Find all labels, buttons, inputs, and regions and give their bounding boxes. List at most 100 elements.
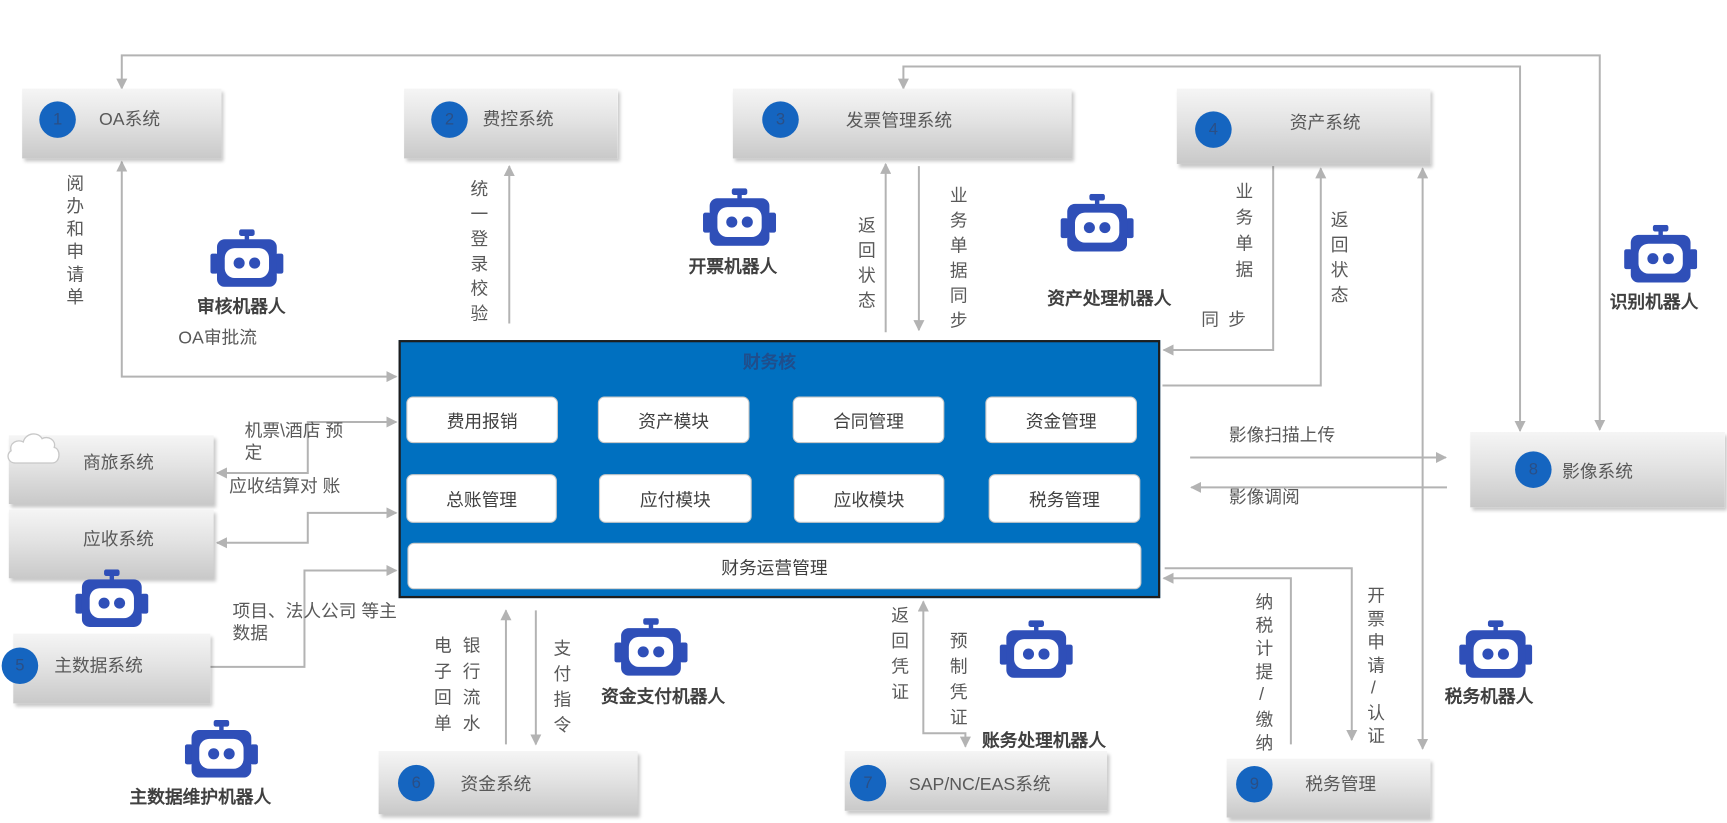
module-finance-operations: 财务运营管理 [407, 542, 1142, 590]
master-data-system-box: 5 主数据系统 [1, 633, 211, 704]
flow-label-travel-booking: 机票\酒店 预 定 [245, 421, 343, 465]
system-number-badge: 1 [39, 101, 76, 138]
asset-system-label: 资产系统 [1289, 114, 1361, 133]
robot-icon [703, 188, 777, 246]
flow-label-invoice-apply-cert: 开票申请/认证 [1363, 585, 1383, 750]
flow-label-tax-accrual: 纳税计提/缴纳 [1252, 592, 1271, 757]
robot-icon [75, 569, 149, 627]
invoicing-robot: 开票机器人 [689, 188, 777, 277]
system-number-badge: 2 [431, 101, 468, 138]
module-expense-reimbursement: 费用报销 [406, 396, 558, 444]
robot-icon [184, 720, 258, 778]
expense-control-system-label: 费控系统 [482, 110, 554, 130]
robot-icon [1624, 224, 1698, 283]
robot-icon [1459, 620, 1533, 678]
flow-label-travel-booking-line1: 机票\酒店 预 [244, 422, 344, 441]
robot-icon [210, 229, 284, 287]
robot-icon [999, 620, 1073, 678]
module-asset: 资产模块 [597, 396, 750, 444]
module-contract: 合同管理 [792, 396, 945, 444]
flow-label-return-voucher: 返回凭证 [887, 605, 907, 708]
asset-system-box: 4 资产系统 [1176, 88, 1431, 164]
flow-label-asset-return-status: 返回状态 [1327, 210, 1347, 311]
tax-robot: 税务机器人 [1445, 620, 1533, 707]
connector-master-data-core [210, 564, 398, 668]
oa-system-box: 1 OA系统 [22, 88, 222, 159]
system-number-badge: 7 [849, 764, 887, 802]
connector-receivable-core [215, 507, 398, 549]
system-number-badge: 3 [762, 101, 799, 138]
module-receivable: 应收模块 [793, 474, 945, 523]
system-number-badge: 5 [1, 647, 39, 685]
payment-robot-label: 资金支付机器人 [601, 687, 726, 707]
system-number-badge: 8 [1515, 451, 1552, 488]
invoice-system-box: 3 发票管理系统 [732, 88, 1072, 159]
connector-travel-core [215, 416, 398, 479]
flow-label-oa-approval: OA审批流 [178, 328, 257, 348]
flow-label-master-data-line2: 数据 [232, 624, 268, 644]
flow-label-image-upload: 影像扫描上传 [1228, 426, 1336, 446]
system-number-badge: 4 [1195, 111, 1232, 148]
connector-invoice-apply [1164, 567, 1358, 742]
master-data-system-label: 主数据系统 [54, 656, 143, 676]
invoicing-robot-label: 开票机器人 [688, 258, 778, 277]
travel-system-box: 商旅系统 [8, 435, 214, 505]
flow-label-payment-order: 支付指令 [550, 639, 570, 742]
erp-system-label: SAP/NC/EAS系统 [908, 775, 1051, 795]
module-fund: 资金管理 [985, 396, 1137, 444]
system-number-badge: 9 [1236, 765, 1273, 803]
payment-robot: 资金支付机器人 [601, 618, 725, 707]
expense-control-system-box: 2 费控系统 [404, 88, 618, 159]
flow-label-invoice-return-status: 返回状态 [854, 216, 874, 316]
core-title: 财务核 [742, 353, 797, 373]
erp-system-box: 7 SAP/NC/EAS系统 [844, 751, 1108, 811]
flow-label-bank-statement: 银行流水 [459, 635, 479, 740]
treasury-system-label: 资金系统 [460, 775, 532, 795]
finance-core-panel: 财务核 费用报销 资产模块 合同管理 资金管理 总账管理 应付模块 应收模块 税… [398, 340, 1161, 599]
master-data-robot-label: 主数据维护机器人 [129, 788, 272, 808]
flow-label-receivable-reconcile: 应收结算对 账 [229, 477, 341, 497]
connector-tax-accrual [1162, 572, 1292, 745]
flow-label-image-view: 影像调阅 [1228, 488, 1300, 508]
module-tax: 税务管理 [988, 474, 1141, 523]
connector-invoice-imaging [897, 65, 1526, 433]
audit-robot: 审核机器人 [197, 229, 286, 317]
accounting-robot-label: 账务处理机器人 [981, 732, 1107, 752]
invoice-system-label: 发票管理系统 [845, 111, 953, 131]
module-general-ledger: 总账管理 [406, 474, 557, 523]
receivable-system-box: 应收系统 [8, 509, 214, 579]
flow-label-read-apply: 阅办和申请单 [63, 173, 82, 311]
imaging-system-box: 8 影像系统 [1470, 432, 1725, 508]
cloud-icon [7, 433, 60, 464]
imaging-system-label: 影像系统 [1562, 463, 1633, 482]
connector-oa-imaging [116, 54, 1606, 431]
master-data-robot: 主数据维护机器人 [130, 720, 271, 808]
connector-erp-core [917, 600, 971, 748]
connector-asset-return-status [1162, 167, 1327, 387]
asset-processing-robot-label: 资产处理机器人 [1047, 290, 1172, 310]
asset-processing-robot: 资产处理机器人 [1047, 193, 1171, 309]
receivable-system-label: 应收系统 [83, 530, 154, 550]
tax-system-label: 税务管理 [1305, 775, 1377, 795]
flow-label-sso-check: 统一登录校验 [467, 179, 487, 329]
flow-label-prebuilt-voucher: 预制凭证 [946, 631, 966, 734]
oa-system-label: OA系统 [99, 110, 161, 130]
treasury-system-box: 6 资金系统 [378, 751, 638, 815]
flow-label-asset-doc: 业务单据 [1232, 181, 1252, 286]
flow-label-travel-booking-line2: 定 [244, 444, 263, 464]
flow-label-asset-sync: 同 步 [1201, 311, 1249, 331]
flow-label-e-receipt: 电子回单 [430, 635, 450, 740]
flow-label-master-data: 项目、法人公司 等主 数据 [232, 601, 396, 645]
robot-icon [614, 618, 688, 676]
audit-robot-label: 审核机器人 [197, 297, 286, 317]
accounting-robot: 账务处理机器人 [982, 620, 1106, 751]
travel-system-label: 商旅系统 [83, 454, 154, 473]
robot-icon [1060, 193, 1134, 252]
receivable-robot [75, 569, 149, 627]
flow-label-master-data-line1: 项目、法人公司 等主 [232, 602, 397, 622]
flow-label-invoice-doc-sync: 业务单据同步 [946, 186, 966, 336]
module-payable: 应付模块 [598, 474, 752, 523]
connector-oa-core [116, 160, 398, 383]
